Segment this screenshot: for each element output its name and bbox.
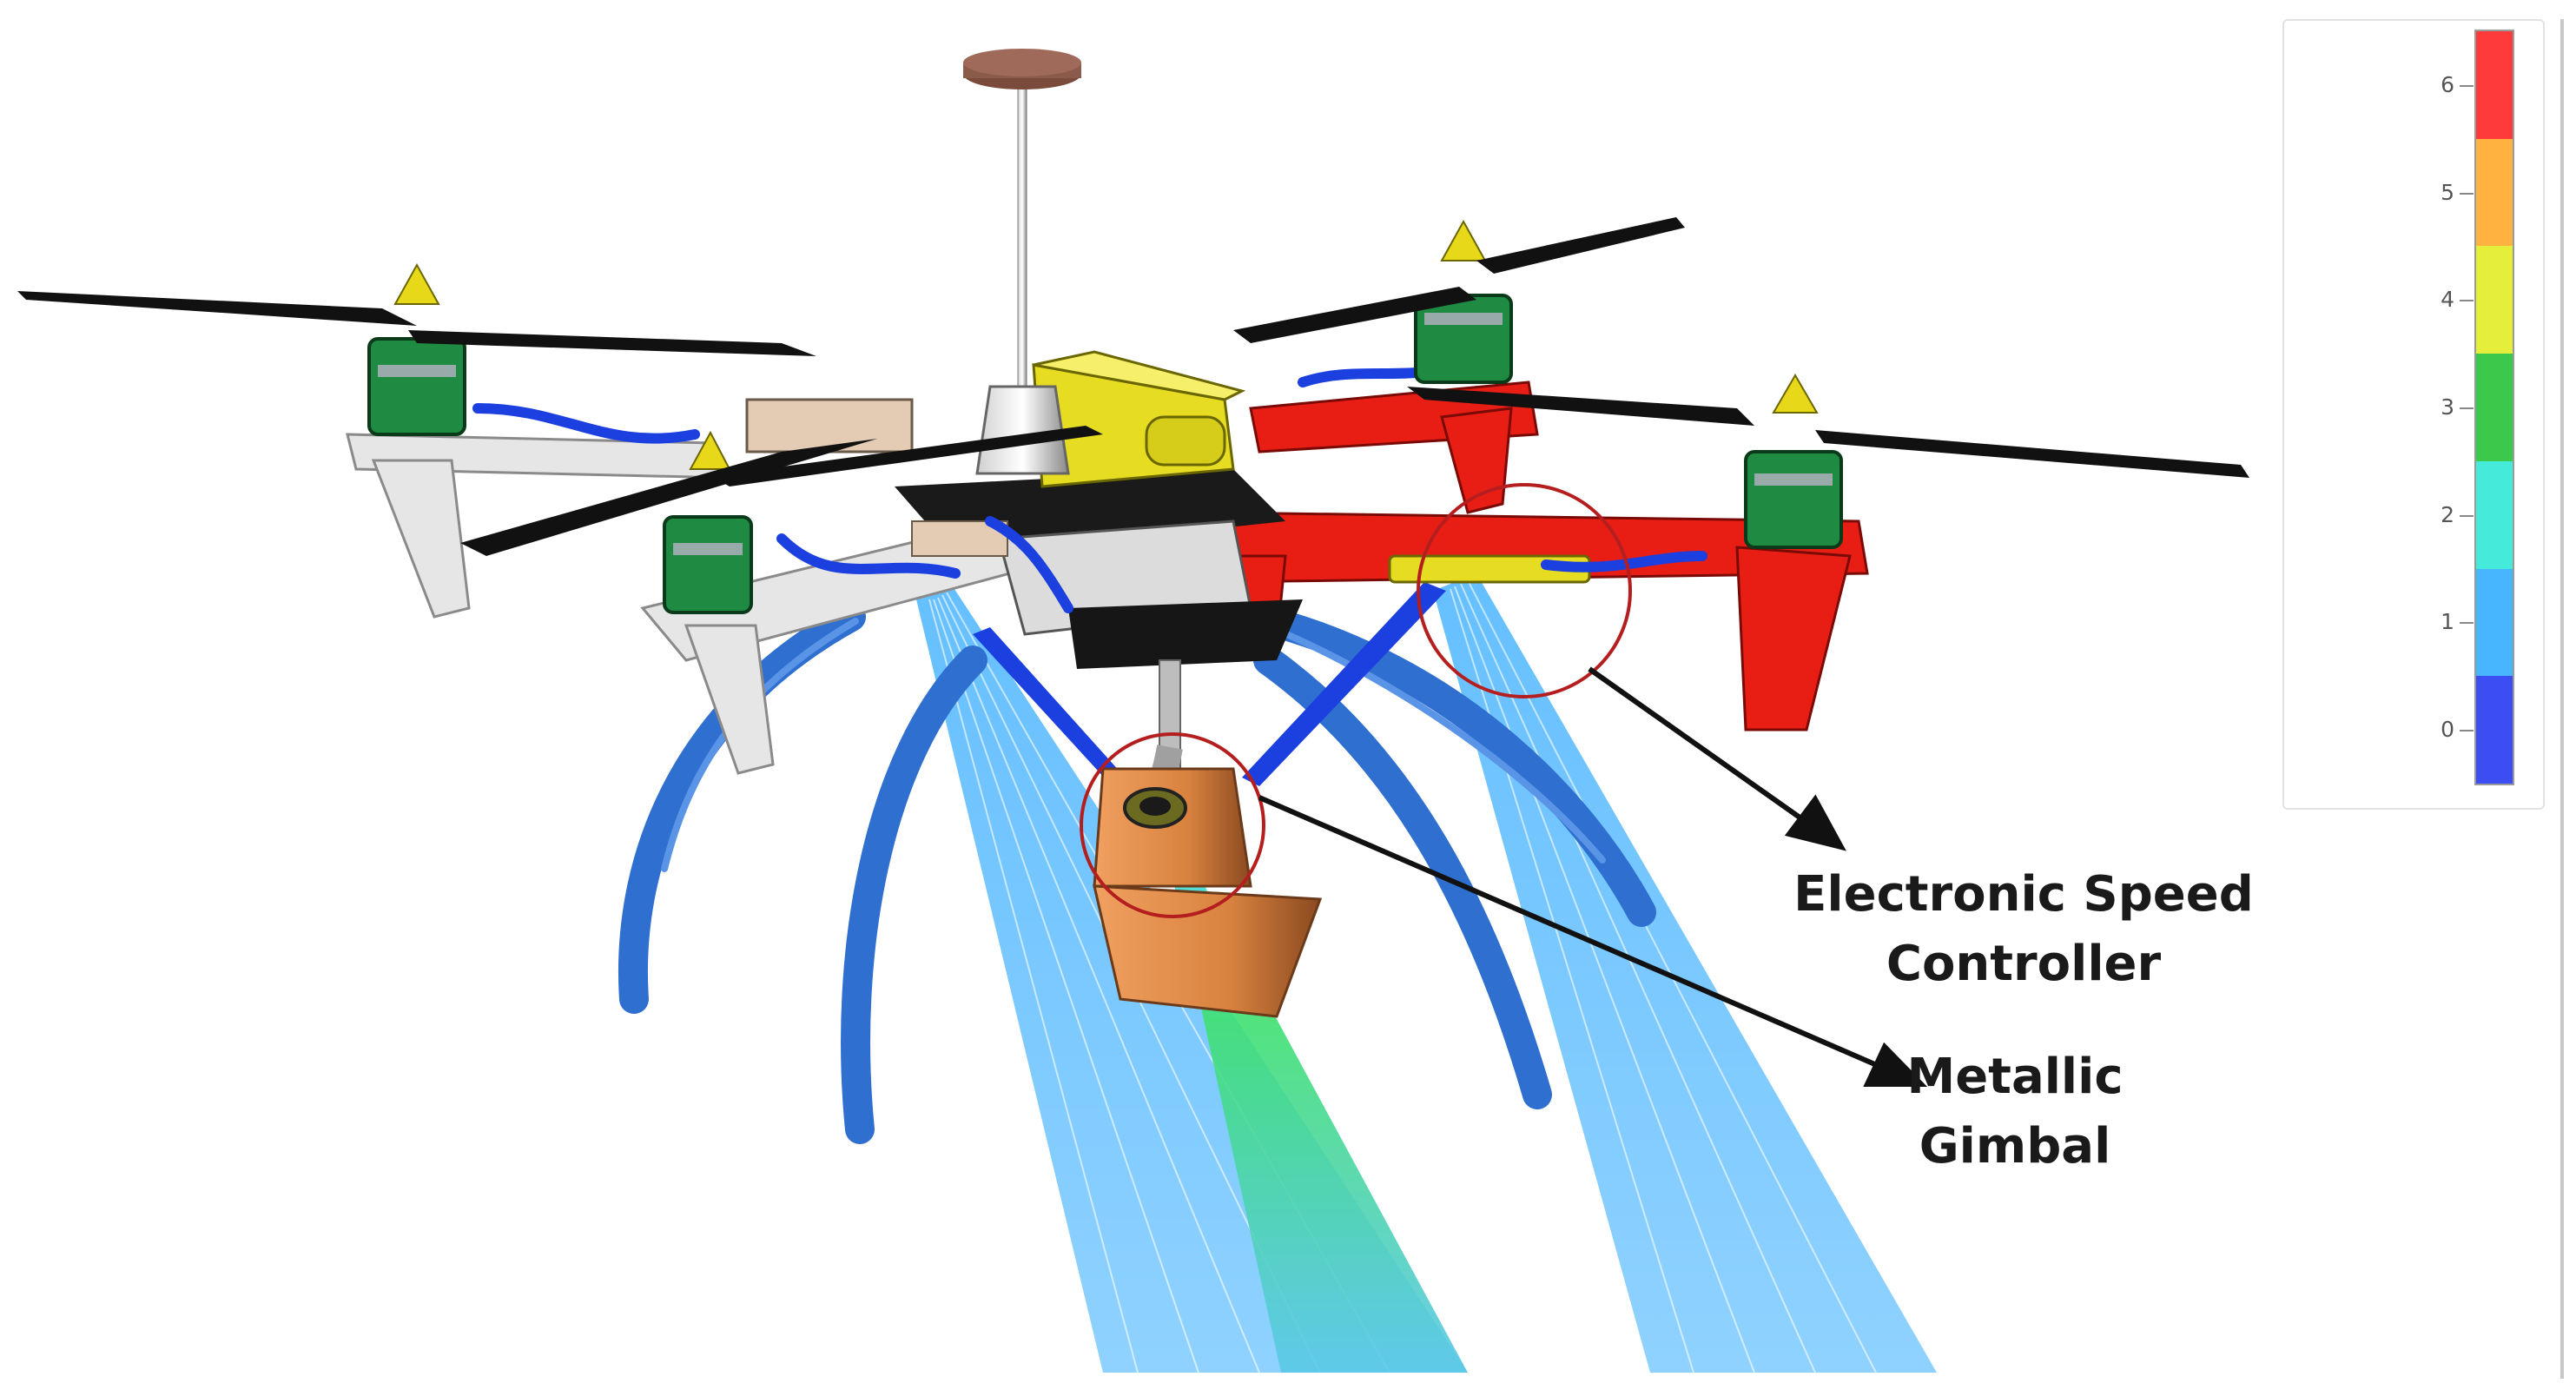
legend-tick-label: 1 xyxy=(2441,609,2454,635)
legend-color-bar xyxy=(2474,30,2514,785)
legend-tick-mark xyxy=(2460,300,2474,302)
motor-front-left xyxy=(663,430,753,614)
esc-highlight-circle xyxy=(1417,483,1632,698)
legend-tick: 0 xyxy=(2428,717,2475,743)
legend-tick-mark xyxy=(2460,514,2474,517)
esc-arrow-head xyxy=(1784,794,1846,851)
legend-tick: 1 xyxy=(2428,609,2475,635)
legend-swatch xyxy=(2476,568,2513,677)
legend-swatch xyxy=(2476,460,2513,569)
legend-swatch xyxy=(2476,354,2513,461)
legend-tick-label: 0 xyxy=(2441,717,2454,743)
gimbal-callout-label: Metallic Gimbal xyxy=(1885,1042,2145,1182)
legend-tick-label: 4 xyxy=(2441,287,2454,313)
legend-tick: 2 xyxy=(2428,501,2475,527)
legend-tick-label: 2 xyxy=(2441,501,2454,527)
motor-front-right xyxy=(1744,374,1843,549)
esc-label-line2: Controller xyxy=(1886,936,2162,992)
ray-bundle-right xyxy=(1433,573,1937,1373)
metallic-gimbal xyxy=(1093,659,1323,1018)
legend-tick-mark xyxy=(2460,407,2474,409)
highlight-circles xyxy=(1080,483,1632,918)
legend-tick-label: 5 xyxy=(2441,179,2454,205)
antenna xyxy=(963,49,1081,475)
legend-tick-mark xyxy=(2460,730,2474,732)
legend-tick: 5 xyxy=(2428,179,2475,205)
legend-tick-label: 3 xyxy=(2441,394,2454,420)
legend-tick-label: 6 xyxy=(2441,71,2454,97)
gimbal-label-line2: Gimbal xyxy=(1919,1118,2111,1175)
color-legend: 6 5 4 3 2 1 0 xyxy=(2282,19,2545,810)
landing-gear xyxy=(618,602,1656,1144)
motor-back-right xyxy=(1414,219,1513,384)
callout-arrows xyxy=(1258,666,1928,1087)
legend-swatch xyxy=(2476,676,2513,784)
esc-label-line1: Electronic Speed xyxy=(1793,866,2254,923)
esc-callout-arrow xyxy=(1588,666,1813,828)
battery xyxy=(1032,350,1246,488)
legend-tick-mark xyxy=(2460,192,2474,195)
legend-tick-mark xyxy=(2460,622,2474,625)
legend-swatch xyxy=(2476,31,2513,139)
center-frame xyxy=(745,398,1303,669)
gimbal-highlight-circle xyxy=(1080,732,1265,918)
panel-divider xyxy=(2560,19,2564,1379)
legend-swatch xyxy=(2476,138,2513,247)
legend-tick-mark xyxy=(2460,84,2474,87)
motor-back-left xyxy=(367,262,466,436)
legend-swatch xyxy=(2476,246,2513,354)
gimbal-arrow-head xyxy=(1863,1042,1928,1087)
gimbal-struts xyxy=(973,582,1446,791)
legend-tick: 6 xyxy=(2428,71,2475,97)
legend-tick: 4 xyxy=(2428,287,2475,313)
legend-tick: 3 xyxy=(2428,394,2475,420)
esc-callout-label: Electronic Speed Controller xyxy=(1789,860,2258,999)
propellers xyxy=(17,217,2249,556)
gimbal-label-line1: Metallic xyxy=(1906,1049,2124,1105)
gimbal-callout-arrow xyxy=(1258,795,1886,1071)
arm-back-left xyxy=(346,433,732,619)
